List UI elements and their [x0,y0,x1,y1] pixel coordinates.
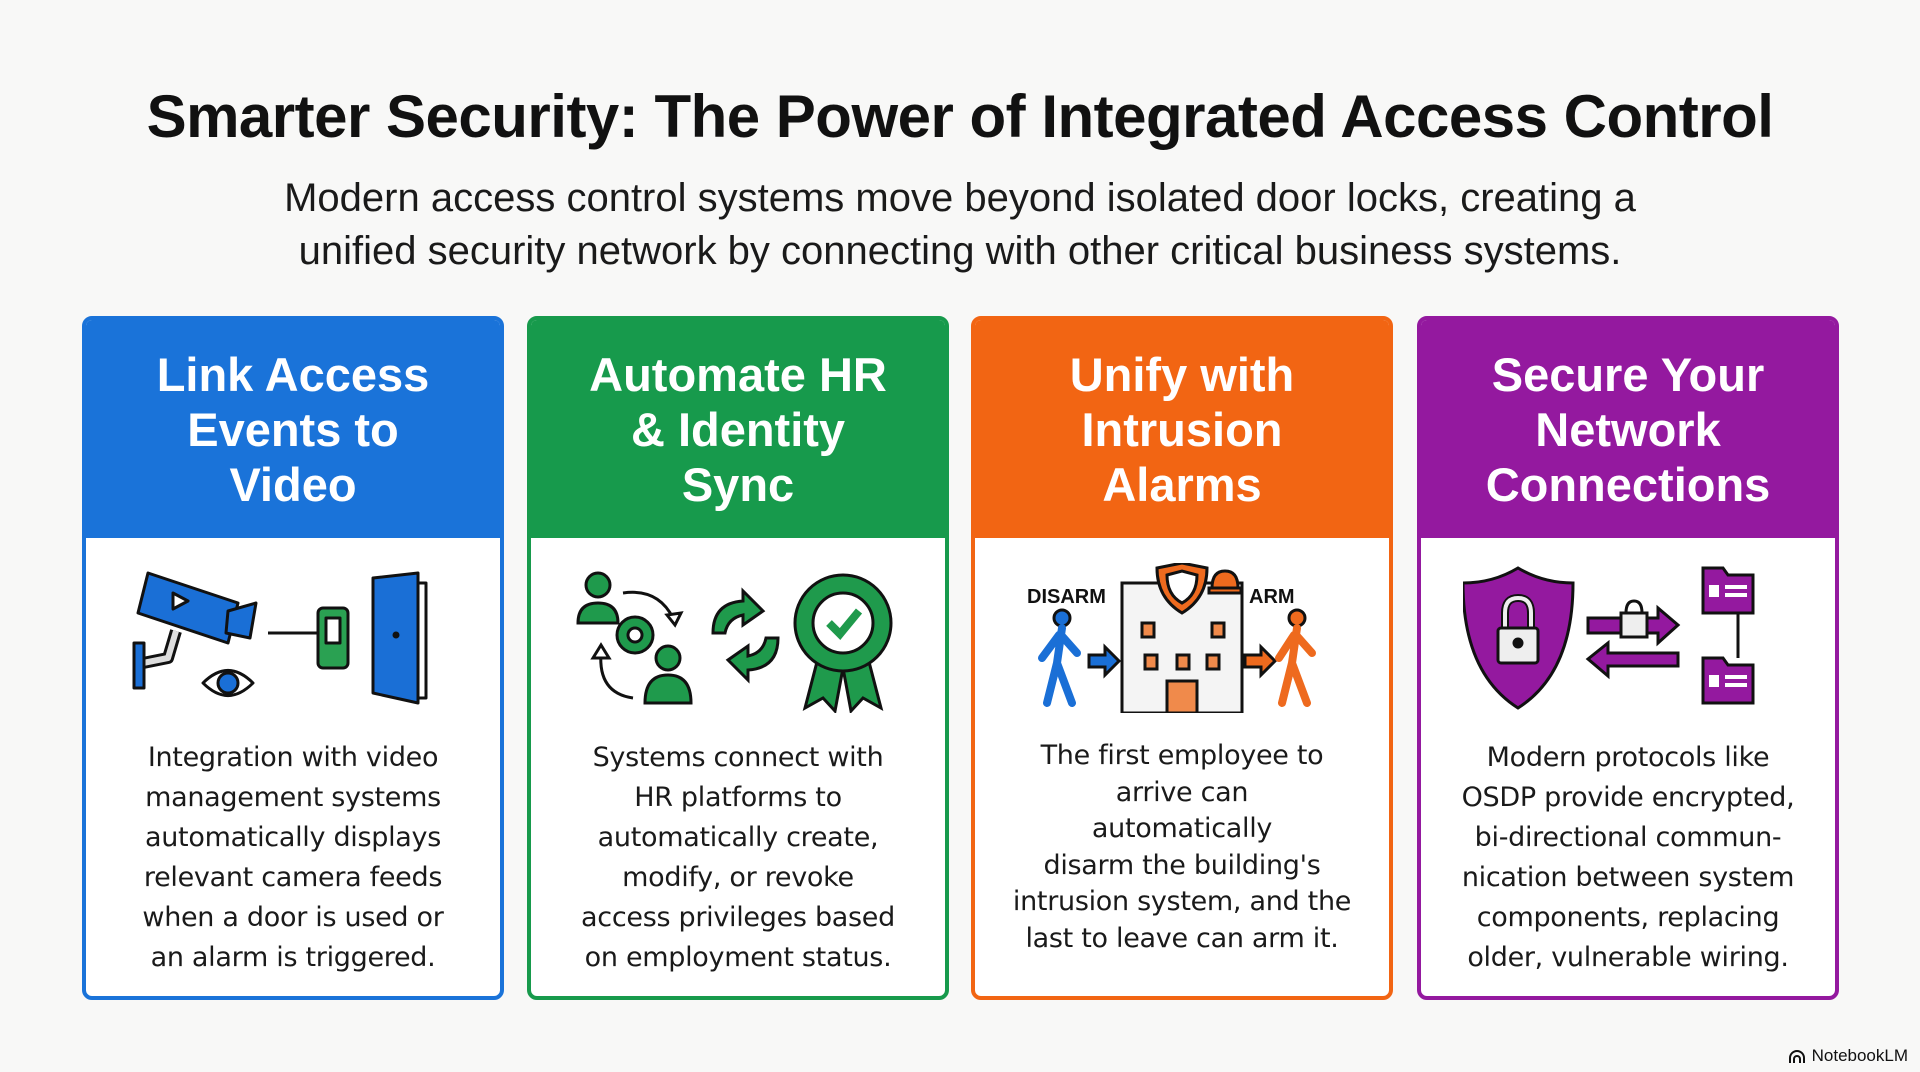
card-title-line: Secure Your [1491,347,1765,401]
card-title-line: & Identity [630,402,846,456]
card-network: Secure Your Network Connections Modern p… [1417,316,1839,1000]
notebooklm-logo-icon [1788,1050,1805,1063]
card-title-line: Network [1535,402,1721,456]
body-line: when a door is used or [142,902,444,933]
body-line: Systems connect with [592,742,884,773]
body-line: on employment status. [584,942,892,973]
body-line: Modern protocols like [1486,742,1770,773]
card-title-line: Sync [681,457,795,511]
building-alarm-icon: DISARM ARM [975,538,1389,738]
body-line: arrive can [1115,776,1249,808]
body-line: automatically create, [597,822,879,853]
body-line: relevant camera feeds [143,862,443,893]
camera-eye-door-icon [86,538,500,738]
card-description: Modern protocols like OSDP provide encry… [1421,738,1835,978]
subtitle-line: unified security network by connecting w… [298,229,1622,273]
card-header: Secure Your Network Connections [1421,320,1835,538]
body-line: last to leave can arm it. [1025,922,1339,954]
card-video: Link Access Events to Video Integration … [82,316,504,1000]
body-line: an alarm is triggered. [150,942,436,973]
body-line: HR platforms to [634,782,842,813]
body-line: OSDP provide encrypted, [1461,782,1795,813]
body-line: automatically displays [145,822,441,853]
card-description: Systems connect with HR platforms to aut… [531,738,945,978]
card-title-line: Unify with [1069,347,1295,401]
card-header: Unify with Intrusion Alarms [975,320,1389,538]
card-title-line: Connections [1485,457,1771,511]
page-title: Smarter Security: The Power of Integrate… [146,83,1774,150]
card-header: Automate HR & Identity Sync [531,320,945,538]
body-line: modify, or revoke [622,862,854,893]
body-line: Integration with video [147,742,439,773]
page-subtitle: Modern access control systems move beyon… [0,172,1920,278]
card-title-line: Alarms [1102,457,1262,511]
arm-label: ARM [1249,586,1295,608]
card-title-line: Events to [187,402,399,456]
people-sync-badge-icon [531,538,945,738]
card-title-line: Link Access [156,347,430,401]
body-line: disarm the building's [1043,849,1321,881]
card-description: The first employee to arrive can automat… [975,738,1389,957]
body-line: intrusion system, and the [1012,886,1352,917]
shield-lock-network-icon [1421,538,1835,738]
card-hr: Automate HR & Identity Sync Systems conn… [527,316,949,1000]
notebooklm-watermark: NotebookLM [1788,1046,1908,1066]
card-title-line: Video [229,457,357,511]
subtitle-line: Modern access control systems move beyon… [284,176,1636,220]
body-line: automatically [1091,813,1273,844]
disarm-label: DISARM [1027,586,1106,608]
body-line: older, vulnerable wiring. [1467,942,1789,973]
card-title-line: Automate HR [589,347,887,401]
card-description: Integration with video management system… [86,738,500,978]
body-line: access privileges based [581,902,895,933]
card-intrusion: Unify with Intrusion Alarms DISARM ARM T… [971,316,1393,1000]
body-line: nication between system [1461,862,1795,893]
card-header: Link Access Events to Video [86,320,500,538]
brand-label: NotebookLM [1811,1046,1908,1065]
body-line: components, replacing [1476,902,1780,933]
body-line: The first employee to [1040,740,1324,771]
body-line: management systems [145,782,441,813]
card-title-line: Intrusion [1081,402,1283,456]
body-line: bi-directional commun- [1474,822,1782,853]
